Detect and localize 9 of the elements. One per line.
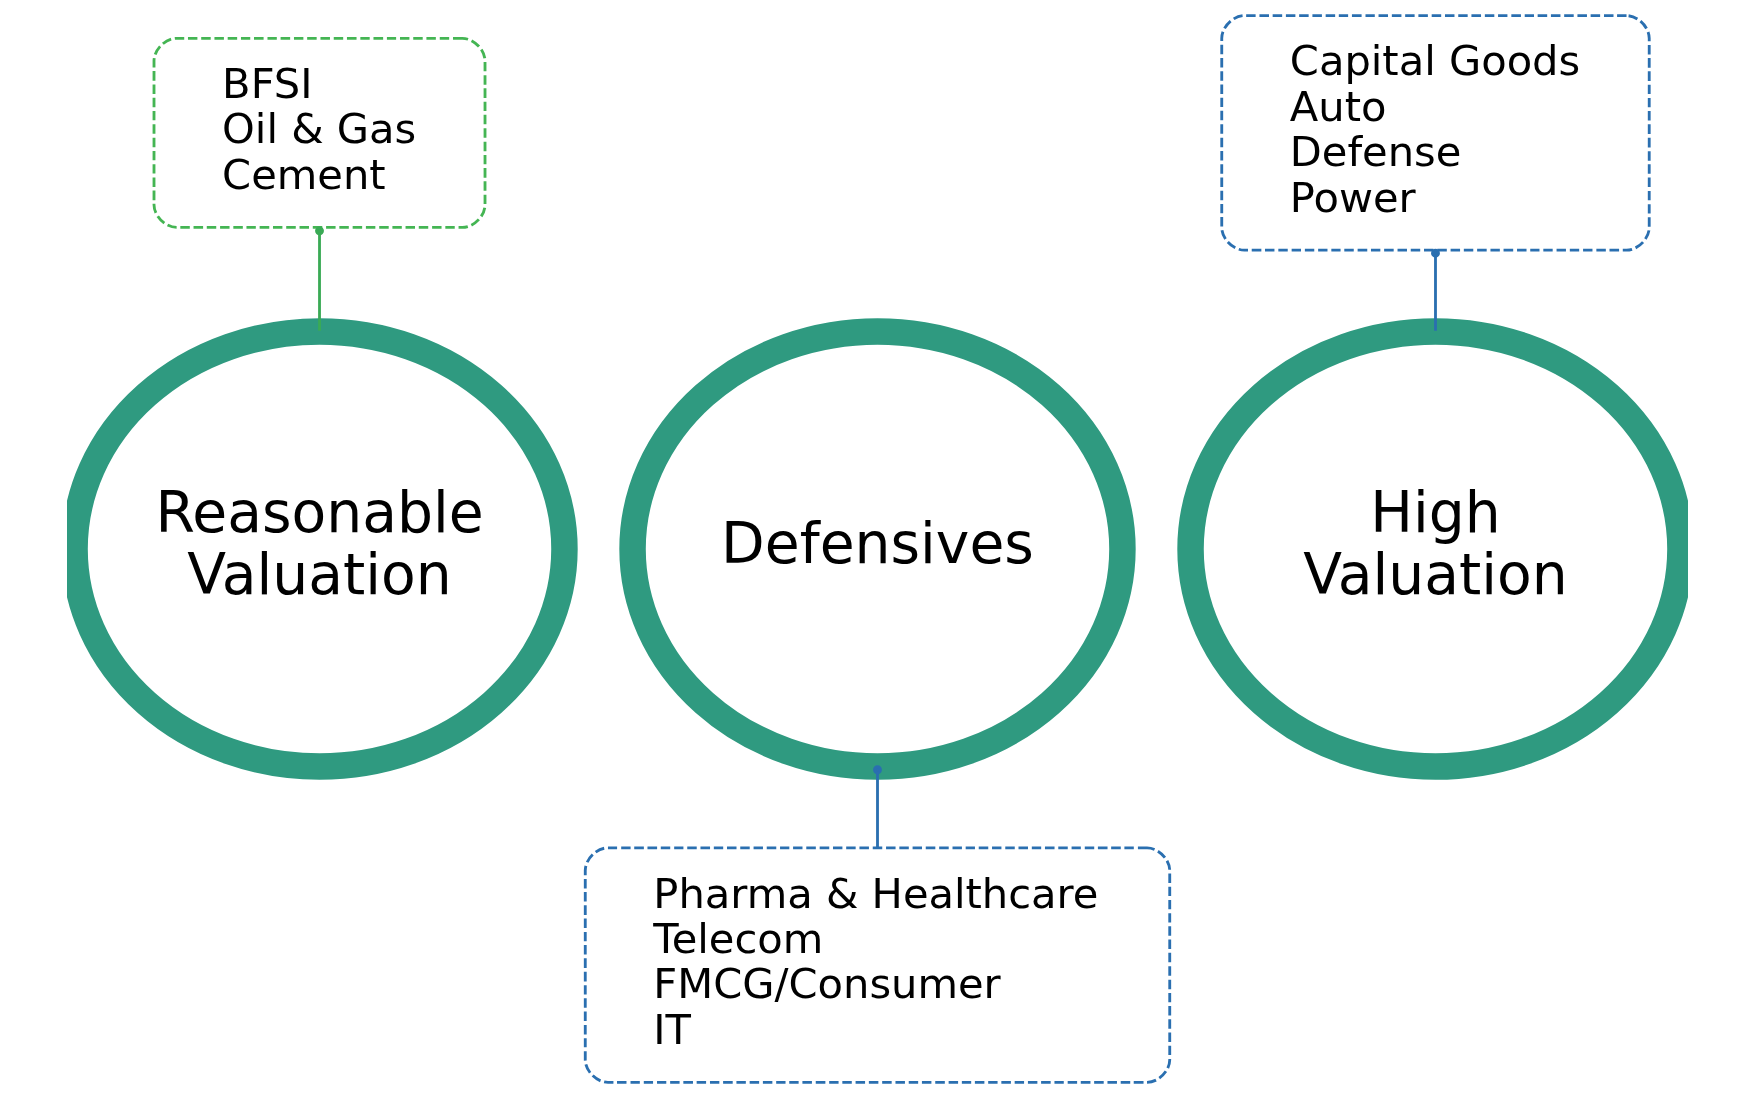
node-box: Capital Goods Auto Defense Power [1220, 14, 1651, 252]
connector [873, 765, 882, 848]
node-ellipse: Defensives [619, 318, 1136, 780]
node-box: Pharma & Healthcare Telecom FMCG/Consumer IT [583, 846, 1172, 1084]
node-box: BFSI Oil & Gas Cement [152, 36, 487, 229]
connector [315, 226, 324, 331]
node-ellipse: High Valuation [1177, 318, 1688, 780]
connector [1431, 248, 1440, 331]
node-ellipse: Reasonable Valuation [67, 318, 578, 780]
